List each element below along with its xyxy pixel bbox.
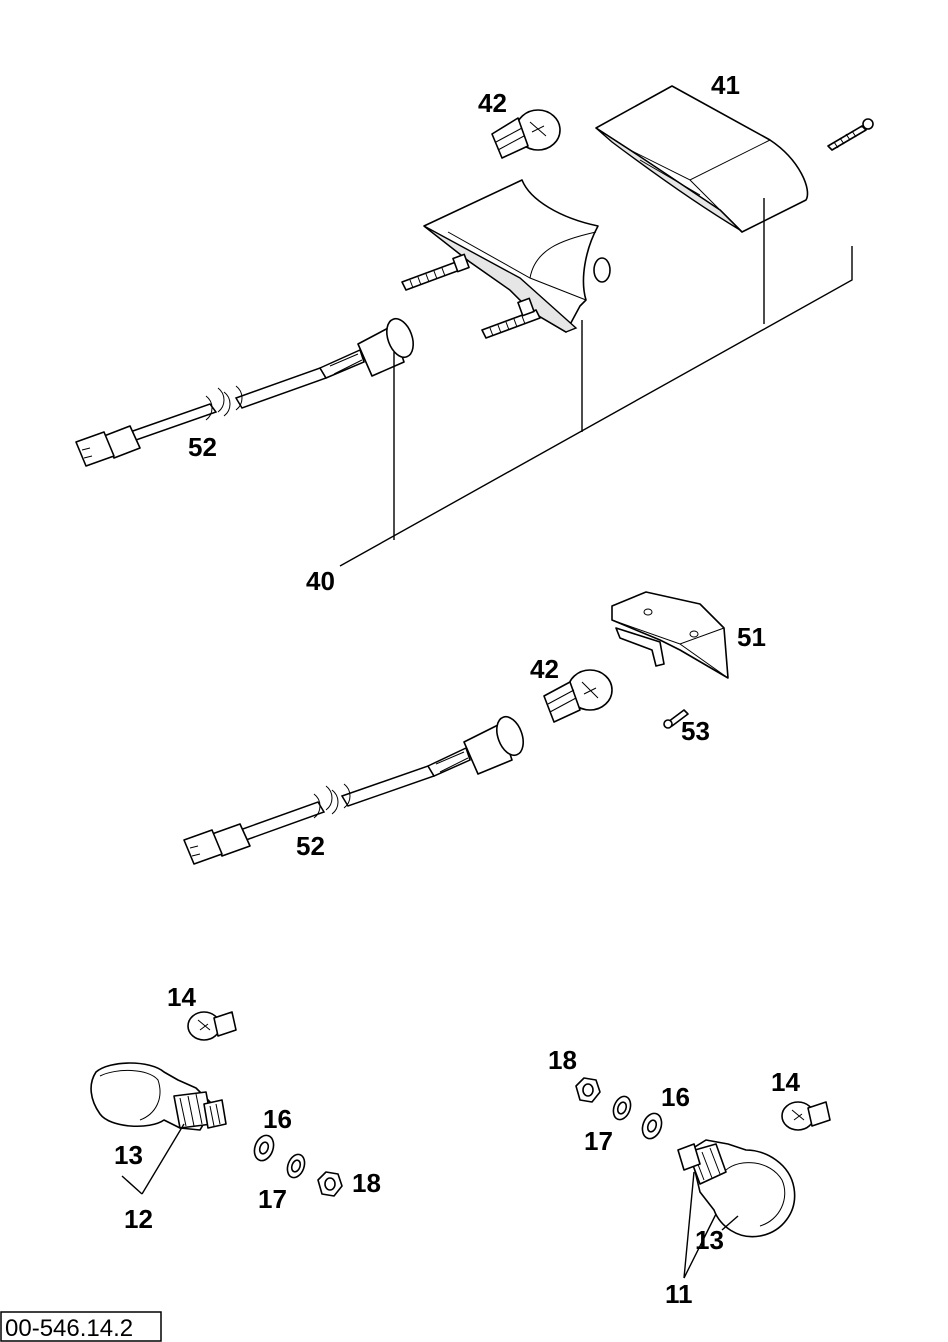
label-16-left: 16 [263, 1104, 292, 1134]
label-53: 53 [681, 716, 710, 746]
tail-light-housing [423, 179, 611, 333]
screw-53 [663, 709, 689, 729]
indicator-11-right [677, 1139, 796, 1238]
plate-light-housing-51 [611, 591, 729, 679]
leader-lines-11 [683, 1171, 739, 1279]
label-42-middle: 42 [530, 654, 559, 684]
washer-16-left [253, 1134, 275, 1162]
bulb-socket-cable-52-middle [183, 715, 524, 865]
label-17-left: 17 [258, 1184, 287, 1214]
label-52-middle: 52 [296, 831, 325, 861]
label-52-top: 52 [188, 432, 217, 462]
label-13-left: 13 [114, 1140, 143, 1170]
leader-lines-40 [339, 198, 853, 567]
label-12: 12 [124, 1204, 153, 1234]
label-13-right: 13 [695, 1225, 724, 1255]
lock-washer-17-right [612, 1095, 632, 1121]
nut-18-left [317, 1171, 343, 1197]
lens-screw [827, 118, 874, 151]
bulb-socket-cable-52-top [75, 317, 414, 467]
bulb-14-left [187, 1011, 237, 1041]
drawing-reference-box: 00-546.14.2 [0, 1311, 162, 1342]
leader-lines-12 [121, 1123, 185, 1195]
label-11: 11 [665, 1279, 693, 1309]
housing-stud-upper [401, 253, 470, 291]
label-14-left: 14 [167, 982, 196, 1012]
tail-light-lens-41 [595, 85, 809, 233]
label-40: 40 [306, 566, 335, 596]
label-18-right: 18 [548, 1045, 577, 1075]
indicator-12-left [90, 1062, 227, 1131]
label-16-right: 16 [661, 1082, 690, 1112]
nut-18-right [575, 1077, 601, 1103]
label-17-right: 17 [584, 1126, 613, 1156]
lock-washer-17-left [286, 1153, 306, 1179]
label-51: 51 [737, 622, 766, 652]
label-18-left: 18 [352, 1168, 381, 1198]
bulb-42-middle [543, 669, 613, 723]
label-14-right: 14 [771, 1067, 800, 1097]
bulb-42-top [491, 109, 561, 159]
bulb-14-right [781, 1101, 831, 1131]
housing-stud-lower [481, 297, 541, 339]
drawing-reference-number: 00-546.14.2 [5, 1315, 133, 1342]
washer-16-right [641, 1112, 663, 1140]
label-41: 41 [711, 70, 740, 100]
label-42-top: 42 [478, 88, 507, 118]
